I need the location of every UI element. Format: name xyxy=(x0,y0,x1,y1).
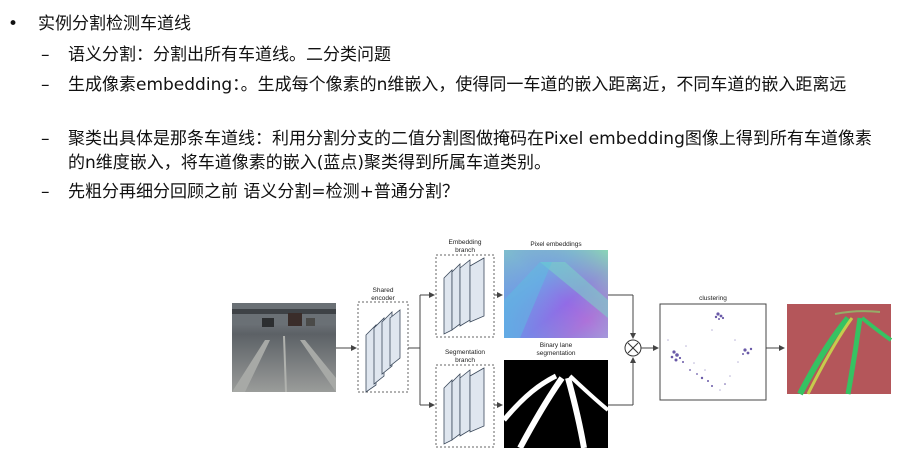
cluster-points xyxy=(670,312,753,387)
sub-bullet-text: 聚类出具体是那条车道线：利用分割分支的二值分割图做掩码在Pixel embedd… xyxy=(68,129,872,173)
embedding-branch-block: Embedding branch xyxy=(435,239,495,338)
clustering-label: clustering xyxy=(699,295,727,302)
binary-segmentation-image: Binary lane segmentation xyxy=(502,342,610,450)
mask-operator xyxy=(624,339,642,357)
cluster-noise xyxy=(667,329,739,391)
sub-bullet-text: 先粗分再细分回顾之前 语义分割=检测+普通分割？ xyxy=(68,182,459,202)
sub-bullet-text: 生成像素embedding：。生成每个像素的n维嵌入，使得同一车道的嵌入距离近，… xyxy=(68,75,847,95)
sub-bullet-text: 语义分割：分割出所有车道线。二分类问题 xyxy=(68,45,391,65)
main-bullet: • 实例分割检测车道线 xyxy=(8,12,191,36)
sub-bullet-clustering: – 聚类出具体是那条车道线：利用分割分支的二值分割图做掩码在Pixel embe… xyxy=(41,127,883,175)
pixel-embeddings-image: Pixel embeddings xyxy=(504,241,608,338)
embedding-branch-label-2: branch xyxy=(455,247,475,254)
main-bullet-text: 实例分割检测车道线 xyxy=(38,14,191,34)
shared-encoder-block: Shared encoder xyxy=(357,287,409,393)
segmentation-branch-block: Segmentation branch xyxy=(435,349,495,448)
segmentation-branch-label-2: branch xyxy=(455,357,475,364)
lane-instance-output-image xyxy=(787,304,893,396)
dash-symbol: – xyxy=(41,129,50,149)
shared-encoder-label-1: Shared xyxy=(373,287,394,294)
embedding-branch-label-1: Embedding xyxy=(449,239,482,246)
pixel-embeddings-label: Pixel embeddings xyxy=(530,241,582,248)
clustering-panel: clustering xyxy=(659,295,767,401)
sub-bullet-coarse-to-fine: – 先粗分再细分回顾之前 语义分割=检测+普通分割？ xyxy=(41,180,883,204)
binary-segmentation-label-1: Binary lane xyxy=(540,342,573,349)
input-road-image xyxy=(232,303,336,393)
bullet-symbol: • xyxy=(8,14,19,34)
dash-symbol: – xyxy=(41,182,50,202)
binary-segmentation-label-2: segmentation xyxy=(536,350,575,357)
dash-symbol: – xyxy=(41,45,50,65)
shared-encoder-label-2: encoder xyxy=(371,295,395,302)
segmentation-branch-label-1: Segmentation xyxy=(445,349,485,356)
dash-symbol: – xyxy=(41,75,50,95)
sub-bullet-pixel-embedding: – 生成像素embedding：。生成每个像素的n维嵌入，使得同一车道的嵌入距离… xyxy=(41,73,883,97)
sub-bullet-semantic-segmentation: – 语义分割：分割出所有车道线。二分类问题 xyxy=(41,43,883,67)
